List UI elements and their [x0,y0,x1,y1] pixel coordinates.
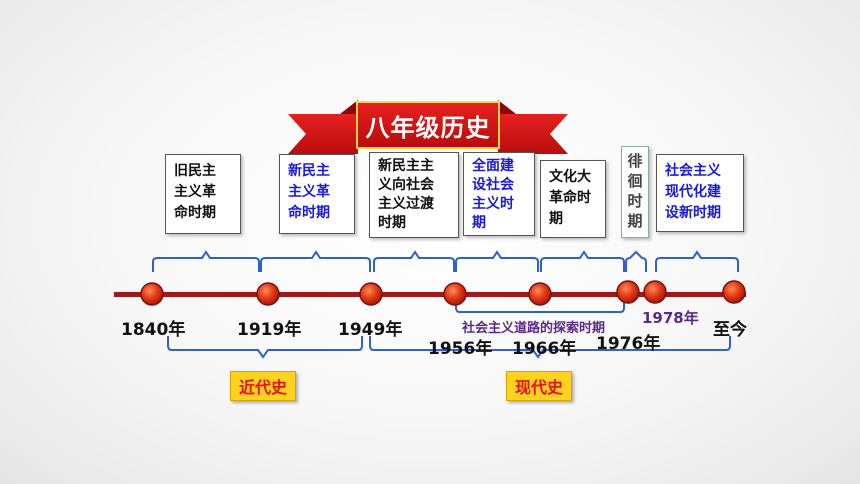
node-1949 [359,282,383,306]
era-modern-history: 近代史 [230,371,297,401]
year-1949: 1949年 [338,320,403,340]
page-title: 八年级历史 [365,113,491,142]
node-1840 [140,282,164,306]
upper-braces [152,250,739,272]
lower-braces [167,336,731,359]
era-contemporary-history: 现代史 [506,371,573,401]
node-1919 [256,282,280,306]
timeline-nodes [140,280,746,306]
exploration-period-label: 社会主义道路的探索时期 [462,321,606,336]
year-1978: 1978年 [642,309,699,327]
title-banner [288,100,568,154]
node-present [722,280,746,304]
year-1919: 1919年 [237,320,302,340]
year-1840: 1840年 [121,320,186,340]
year-present: 至今 [713,320,747,340]
year-1966: 1966年 [512,339,577,359]
period-comprehensive-construction: 全面建 设社会 主义时 期 [463,152,535,236]
node-1978 [643,280,667,304]
period-wavering: 徘 徊 时 期 [621,146,649,238]
year-1976: 1976年 [596,334,661,354]
node-1976 [616,280,640,304]
period-transition: 新民主主 义向社会 主义过渡 时期 [369,152,459,238]
node-1956 [443,282,467,306]
period-cultural-revolution: 文化大 革命时 期 [540,160,606,238]
exploration-brace [455,302,625,313]
period-modernization: 社会主义 现代化建 设新时期 [656,154,744,232]
period-new-democratic: 新民主 主义革 命时期 [279,154,355,234]
period-old-democratic: 旧民主 主义革 命时期 [165,154,241,234]
timeline-line [114,292,746,297]
node-1966 [528,282,552,306]
year-1956: 1956年 [428,339,493,359]
